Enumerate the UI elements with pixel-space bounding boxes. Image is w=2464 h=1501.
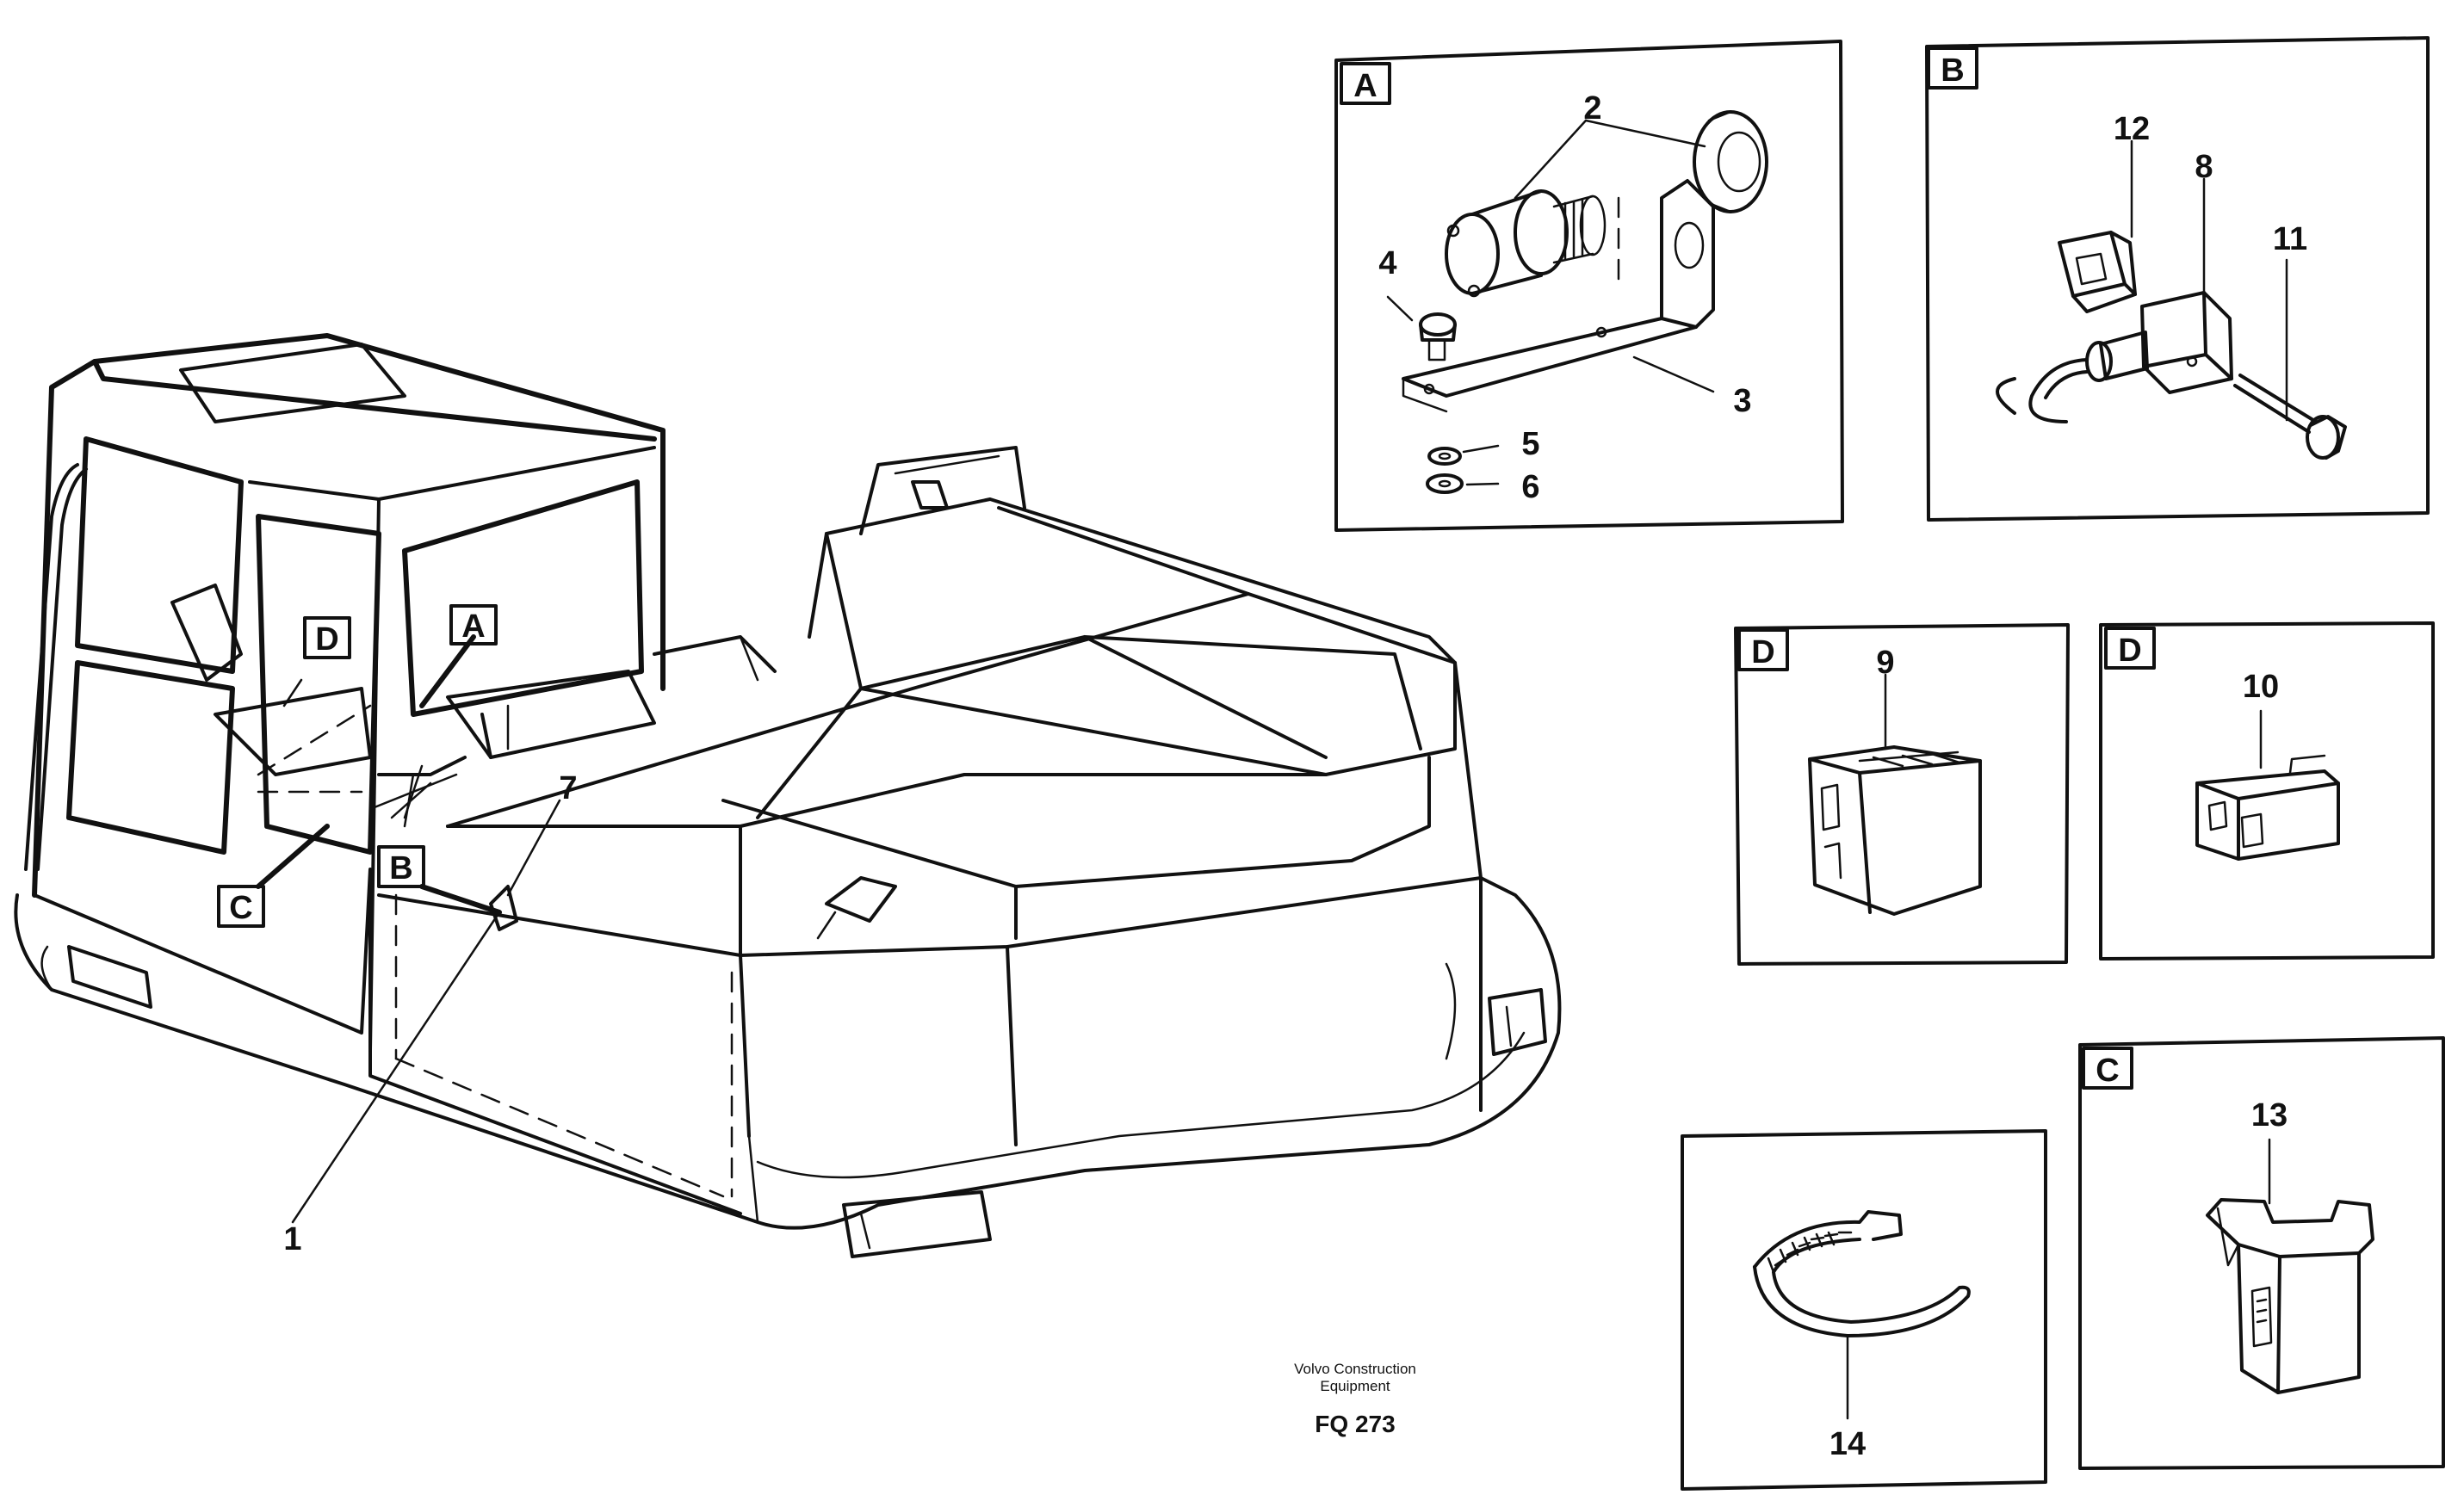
svg-text:B: B xyxy=(389,850,412,886)
panel-d-letter: D xyxy=(1751,634,1774,670)
connector-housing-part xyxy=(2058,231,2137,313)
panel-a-letter: A xyxy=(1353,68,1377,104)
detail-panel-c: C 13 xyxy=(2078,1036,2445,1470)
part-label-4: 4 xyxy=(1378,245,1396,281)
maker-line-1: Volvo Construction xyxy=(1294,1361,1416,1377)
part-label-9: 9 xyxy=(1876,645,1894,681)
part-label-7: 7 xyxy=(559,770,577,806)
part-label-6: 6 xyxy=(1521,469,1539,505)
drawing-footer: Volvo Construction Equipment FQ 273 xyxy=(1294,1361,1416,1437)
fuse-holder-part xyxy=(2206,1198,2374,1394)
cable-tie-part xyxy=(1753,1210,1971,1337)
nut-part xyxy=(1426,473,1464,494)
callout-box-a: A xyxy=(449,604,498,645)
detail-panel-d-diode: D 10 xyxy=(2099,621,2435,961)
part-label-1: 1 xyxy=(283,1221,301,1257)
maker-line-2: Equipment xyxy=(1320,1378,1390,1394)
detail-panel-b: B 12 8 xyxy=(1925,36,2430,522)
detail-panel-cable-tie: 14 xyxy=(1681,1129,2047,1491)
part-label-10: 10 xyxy=(2243,669,2279,705)
part-label-14: 14 xyxy=(1829,1426,1866,1462)
pressure-switch-part xyxy=(2085,291,2233,394)
svg-text:C: C xyxy=(229,890,252,926)
buzzer-part xyxy=(1445,189,1607,298)
bolt-part xyxy=(2233,374,2347,460)
callout-box-b: B xyxy=(377,845,425,888)
excavator-upper-structure xyxy=(14,446,1562,1258)
part-label-3: 3 xyxy=(1733,383,1751,419)
ring-part xyxy=(1693,110,1768,213)
part-label-13: 13 xyxy=(2251,1097,2288,1133)
drawing-code: FQ 273 xyxy=(1315,1411,1395,1437)
diode-part xyxy=(2195,754,2340,861)
callout-leaders xyxy=(256,634,561,1224)
panel-b-letter: B xyxy=(1941,53,1964,89)
callout-box-c: C xyxy=(217,885,265,928)
part-label-8: 8 xyxy=(2195,149,2213,185)
cab xyxy=(24,333,666,1052)
part-label-5: 5 xyxy=(1521,426,1539,462)
bracket-part xyxy=(1402,179,1715,413)
svg-text:D: D xyxy=(315,621,338,658)
washer-part xyxy=(1427,447,1462,466)
detail-panel-d-relay: D 9 xyxy=(1734,623,2070,966)
svg-text:A: A xyxy=(461,608,485,645)
callout-box-d: D xyxy=(303,616,351,659)
relay-part xyxy=(1808,745,1982,916)
part-label-12: 12 xyxy=(2114,111,2150,147)
part-label-11: 11 xyxy=(2273,221,2307,257)
screw-part xyxy=(1419,312,1457,361)
part-label-2: 2 xyxy=(1583,90,1601,127)
panel-c-letter: C xyxy=(2096,1053,2119,1089)
detail-panel-a: A xyxy=(1334,40,1844,532)
panel-d2-letter: D xyxy=(2118,633,2141,669)
